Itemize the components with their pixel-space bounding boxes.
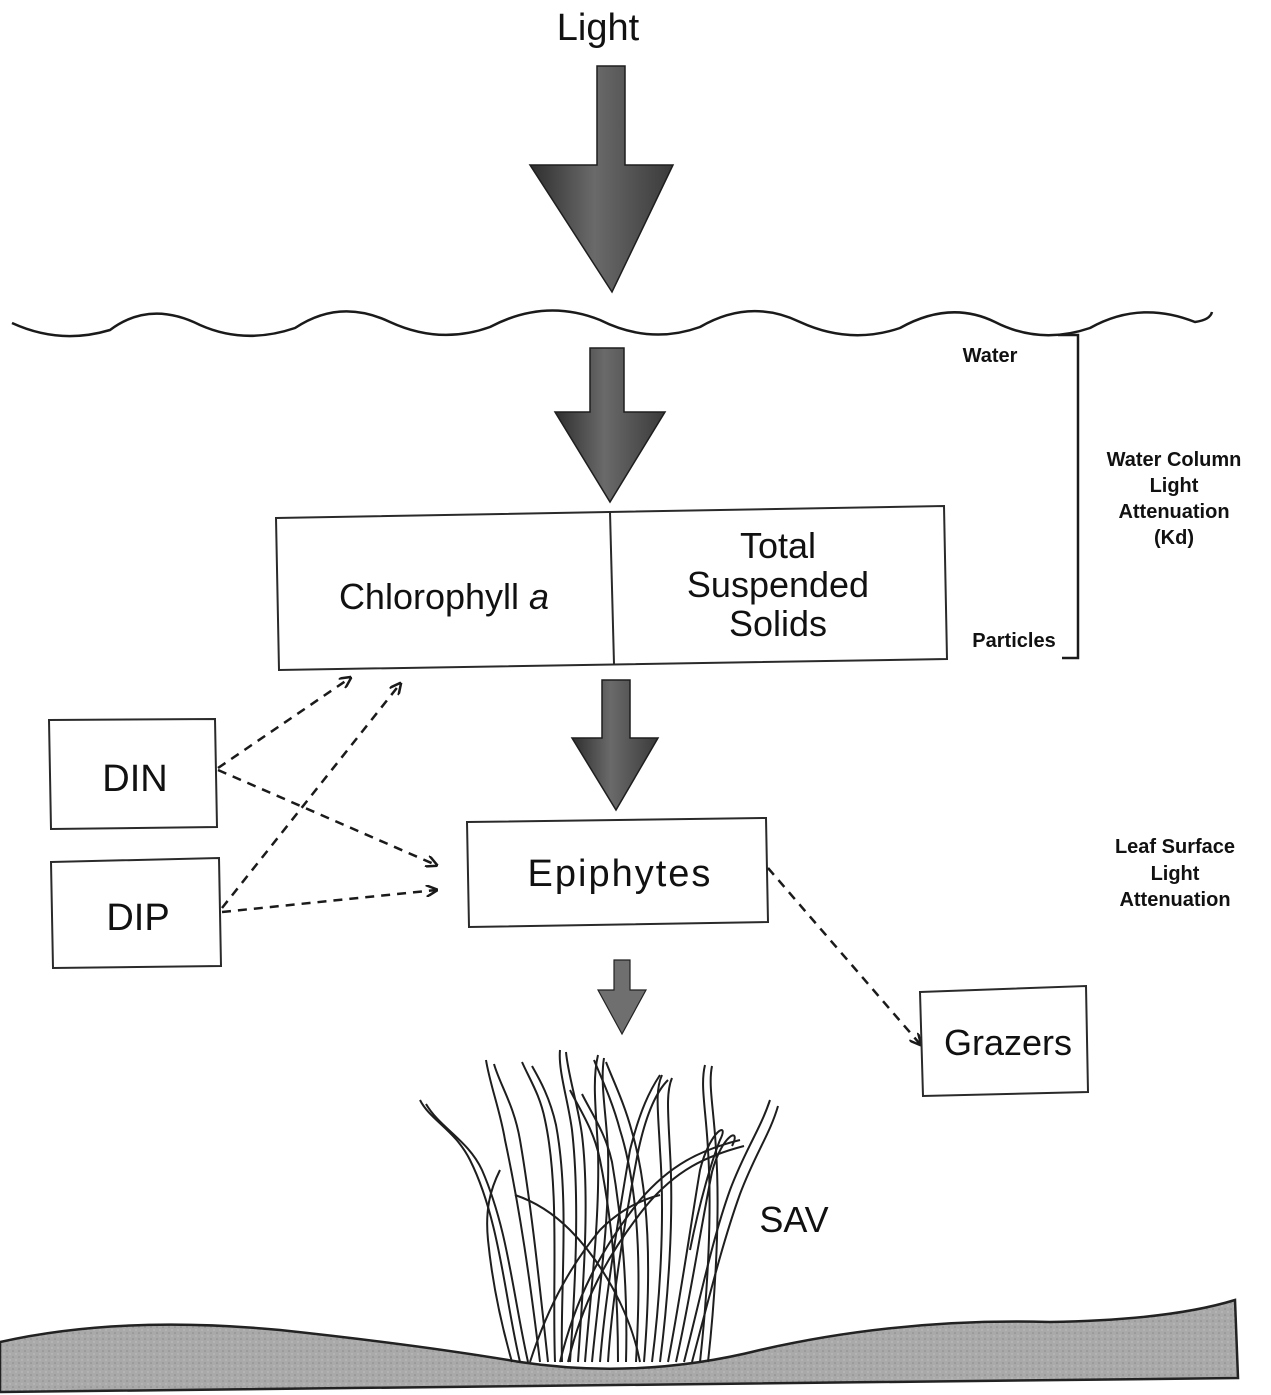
din-label: DIN: [102, 758, 167, 800]
epiphytes-to-grazers-arrow: [768, 868, 920, 1044]
light-arrow: [530, 66, 673, 292]
water-column-bracket: [1058, 335, 1078, 658]
din-to-chlorophyll-arrow: [218, 678, 350, 768]
svg-text:(Kd): (Kd): [1154, 527, 1194, 549]
svg-text:Attenuation: Attenuation: [1119, 889, 1230, 911]
seagrass-blades: [420, 1050, 778, 1362]
svg-text:Attenuation: Attenuation: [1118, 501, 1229, 523]
water-column-attenuation-label: Water Column Light Attenuation (Kd): [1107, 449, 1242, 549]
light-label: Light: [557, 7, 640, 49]
grazers-box: Grazers: [920, 986, 1088, 1096]
svg-text:Water Column: Water Column: [1107, 449, 1242, 471]
epiphyte-arrow: [572, 680, 658, 810]
sediment-bed: [0, 1300, 1238, 1392]
svg-text:Total: Total: [740, 525, 816, 566]
svg-text:Light: Light: [1150, 475, 1199, 497]
epiphytes-box: Epiphytes: [467, 818, 768, 927]
epiphytes-label: Epiphytes: [528, 853, 713, 895]
svg-text:Solids: Solids: [729, 603, 827, 644]
water-label: Water: [963, 345, 1018, 367]
din-box: DIN: [49, 719, 217, 829]
grazers-label: Grazers: [944, 1022, 1072, 1063]
leaf-surface-attenuation-label: Leaf Surface Light Attenuation: [1115, 836, 1235, 911]
water-column-arrow: [555, 348, 665, 502]
svg-text:Suspended: Suspended: [687, 564, 869, 605]
svg-text:Light: Light: [1151, 863, 1200, 885]
sav-label: SAV: [759, 1199, 828, 1240]
sav-arrow: [598, 960, 646, 1034]
dip-to-epiphytes-arrow: [222, 890, 436, 912]
svg-text:Leaf Surface: Leaf Surface: [1115, 836, 1235, 858]
din-to-epiphytes-arrow: [218, 770, 436, 865]
chlorophyll-a-label: Chlorophyll a: [339, 576, 549, 617]
dip-label: DIP: [106, 897, 169, 939]
dip-to-chlorophyll-arrow: [222, 684, 400, 908]
particles-label: Particles: [972, 630, 1055, 652]
dip-box: DIP: [51, 858, 221, 968]
water-surface-wave: [12, 311, 1212, 337]
